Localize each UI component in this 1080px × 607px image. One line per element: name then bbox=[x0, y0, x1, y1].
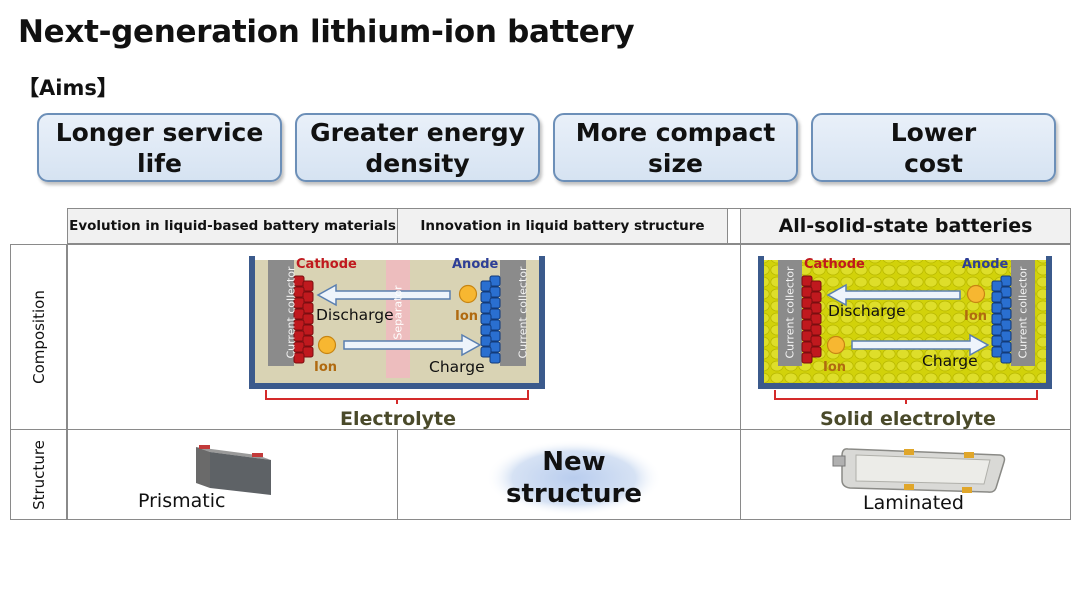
liquid-ion-bottom-label: Ion bbox=[314, 360, 338, 375]
aim-greater-energy-density: Greater energy density bbox=[295, 113, 540, 182]
header-liquid-materials: Evolution in liquid-based battery materi… bbox=[67, 208, 398, 244]
liquid-discharge-label: Discharge bbox=[316, 306, 394, 324]
row-label-structure: Structure bbox=[10, 429, 67, 520]
solid-discharge-label: Discharge bbox=[828, 302, 906, 320]
aims-label: 【Aims】 bbox=[18, 76, 118, 100]
liquid-ion-top-label: Ion bbox=[455, 309, 479, 324]
header-gap bbox=[727, 208, 741, 244]
liquid-electrolyte-label: Electrolyte bbox=[340, 408, 457, 430]
aim-more-compact-size: More compact size bbox=[553, 113, 798, 182]
header-all-solid-state: All-solid-state batteries bbox=[740, 208, 1071, 244]
solid-ion-bottom-label: Ion bbox=[823, 360, 847, 375]
solid-current-collector-right-label: Current collector bbox=[1016, 266, 1030, 359]
solid-anode-label: Anode bbox=[962, 257, 1009, 272]
new-structure-label: New structure bbox=[505, 447, 643, 509]
row-label-composition: Composition bbox=[10, 244, 67, 430]
aim-text: Lower cost bbox=[890, 117, 977, 178]
solid-ion-top-label: Ion bbox=[964, 309, 988, 324]
liquid-cathode-label: Cathode bbox=[296, 257, 357, 272]
liquid-anode-label: Anode bbox=[452, 257, 499, 272]
solid-cathode-label: Cathode bbox=[804, 257, 865, 272]
liquid-charge-label: Charge bbox=[429, 358, 485, 376]
laminated-label: Laminated bbox=[863, 492, 964, 514]
solid-current-collector-left-label: Current collector bbox=[783, 266, 797, 359]
aim-text: More compact size bbox=[575, 117, 776, 178]
solid-charge-label: Charge bbox=[922, 352, 978, 370]
structure-prismatic-cell bbox=[67, 429, 398, 520]
liquid-current-collector-right-label: Current collector bbox=[516, 266, 530, 359]
liquid-current-collector-left-label: Current collector bbox=[284, 266, 298, 359]
prismatic-label: Prismatic bbox=[138, 490, 226, 512]
solid-electrolyte-label: Solid electrolyte bbox=[820, 408, 996, 430]
aim-longer-service-life: Longer service life bbox=[37, 113, 282, 182]
row-label-text: Structure bbox=[29, 439, 48, 510]
header-liquid-structure: Innovation in liquid battery structure bbox=[397, 208, 728, 244]
row-label-text: Composition bbox=[29, 290, 48, 384]
aim-lower-cost: Lower cost bbox=[811, 113, 1056, 182]
aim-text: Longer service life bbox=[55, 117, 264, 178]
page-title: Next-generation lithium-ion battery bbox=[18, 14, 635, 50]
aim-text: Greater energy density bbox=[310, 117, 525, 178]
